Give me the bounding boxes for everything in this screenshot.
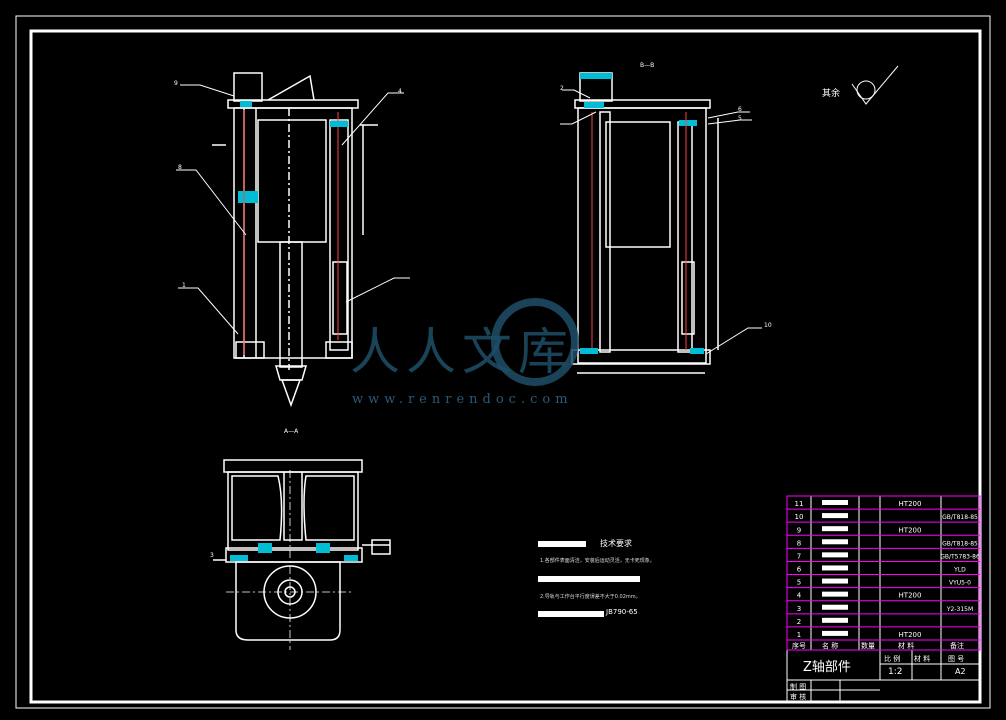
side-accents [580, 73, 704, 354]
callout-10: 10 [764, 322, 772, 329]
parts-row-name [822, 513, 848, 519]
callout-1: 1 [182, 282, 186, 289]
parts-row-note: GB/T818-85 [942, 540, 978, 547]
outer-border [15, 15, 991, 709]
callout-8: 8 [178, 164, 182, 171]
parts-row-number: 7 [797, 552, 801, 560]
parts-row-name [822, 630, 848, 636]
side-view [571, 72, 719, 374]
inner-border [29, 29, 982, 704]
parts-row-number: 2 [797, 618, 801, 626]
parts-row-material: HT200 [899, 526, 922, 534]
checked-label: 审 核 [790, 693, 807, 701]
parts-row-material: HT200 [899, 592, 922, 600]
parts-row-note: VYU5-0 [949, 580, 971, 587]
section-aa [213, 459, 391, 650]
header-seq: 序号 [792, 642, 806, 650]
callout-9: 9 [174, 80, 178, 87]
parts-row-material: HT200 [899, 500, 922, 508]
title-block-sheet: A2 [955, 667, 966, 676]
parts-list-frame [786, 495, 981, 651]
section-bb-label: B—B [640, 62, 655, 69]
parts-row-number: 1 [797, 631, 801, 639]
parts-row-note: GB/T5783-86 [940, 553, 980, 560]
parts-row-name [822, 578, 848, 584]
title-block-material-label: 材 料 [914, 655, 931, 663]
parts-row-name [822, 591, 848, 597]
title-block-scale-label: 比 例 [884, 655, 901, 663]
front-leaders [176, 84, 410, 335]
roughness-label: 其余 [822, 89, 841, 99]
section-aa-label: A—A [284, 428, 299, 435]
front-view [212, 72, 378, 408]
parts-row-note: GB/T818-85 [942, 514, 978, 521]
callout-5: 5 [738, 115, 742, 122]
parts-row-material: HT200 [899, 631, 922, 639]
parts-row-number: 9 [797, 526, 801, 534]
side-leaders [560, 89, 762, 355]
parts-row-number: 10 [795, 513, 804, 521]
parts-row-name [822, 604, 848, 610]
tech-bars [538, 541, 640, 617]
parts-row-number: 5 [797, 579, 801, 587]
header-qty: 数量 [861, 642, 875, 650]
callout-3: 3 [210, 552, 214, 559]
title-block-drawing-no-label: 图 号 [948, 655, 965, 663]
callout-2: 2 [560, 85, 564, 92]
tech-standard: JB790-65 [606, 608, 638, 616]
parts-row-name [822, 617, 848, 623]
parts-row-number: 3 [797, 605, 801, 613]
tech-note-2: 2.导轨与工作台平行度误差不大于0.02mm。 [540, 594, 641, 600]
parts-row-name [822, 539, 848, 545]
tech-note-1: 1.各部件表面清洁，安装后运动灵活，无卡死现象。 [540, 558, 655, 564]
header-material: 材 料 [898, 642, 915, 650]
parts-row-number: 11 [795, 500, 804, 508]
title-block-title: Z轴部件 [803, 660, 851, 675]
title-block-scale: 1:2 [888, 667, 903, 677]
section-aa-accents [230, 543, 358, 561]
parts-row-number: 4 [797, 592, 802, 600]
parts-row-note: Y2-315M [946, 606, 973, 613]
tech-requirements-title: 技术要求 [600, 539, 632, 548]
callout-4: 4 [398, 88, 402, 95]
parts-row-number: 8 [797, 539, 801, 547]
parts-row-name [822, 565, 848, 571]
parts-row-name [822, 526, 848, 532]
roughness-symbol [851, 65, 899, 105]
parts-row-name [822, 552, 848, 558]
header-name: 名 称 [822, 642, 839, 650]
parts-row-note: YLD [953, 567, 966, 574]
parts-row-name [822, 500, 848, 505]
drawn-label: 制 图 [790, 683, 807, 691]
header-note: 备注 [950, 642, 964, 650]
front-accents [238, 101, 348, 355]
parts-row-number: 6 [797, 566, 802, 574]
callout-6: 6 [738, 106, 742, 113]
